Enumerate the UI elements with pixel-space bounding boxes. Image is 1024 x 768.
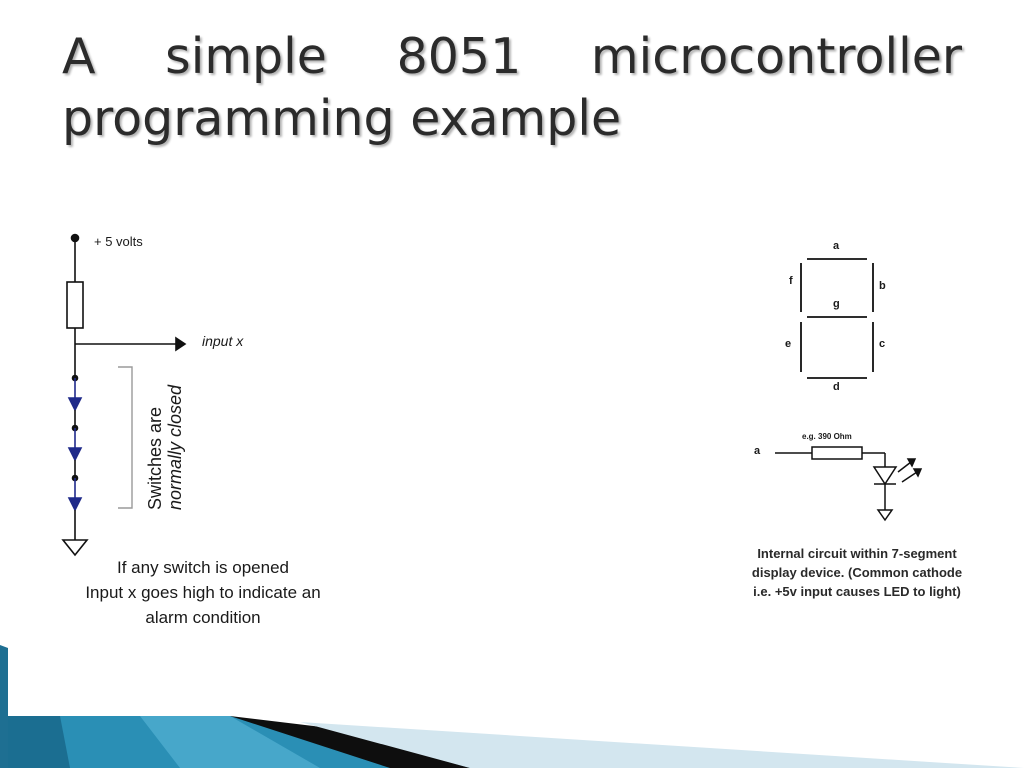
title-line-2: programming example (62, 90, 622, 147)
segment-e-label: e (785, 338, 792, 350)
right-caption: Internal circuit within 7-segment displa… (705, 544, 1009, 601)
segment-a-label: a (833, 240, 840, 252)
segment-c-label: c (879, 338, 886, 350)
left-caption-line: Input x goes high to indicate an (85, 583, 321, 602)
title-line-1: A simple 8051 microcontroller (62, 26, 962, 88)
supply-label: + 5 volts (94, 234, 143, 249)
led-input-label: a (754, 445, 761, 457)
output-label: input x (202, 333, 244, 349)
segment-g-label: g (833, 298, 840, 310)
switch-note-line-2: normally closed (165, 384, 185, 510)
right-caption-line: Internal circuit within 7-segment (757, 546, 957, 561)
left-caption: If any switch is opened Input x goes hig… (30, 555, 376, 630)
led-internal-circuit (775, 446, 923, 522)
segment-f-label: f (789, 275, 793, 287)
switch-2 (67, 424, 83, 462)
led-ground-icon (876, 509, 894, 522)
switch-note-line-1: Switches are (145, 406, 165, 510)
switch-1 (67, 374, 83, 412)
right-caption-line: display device. (Common cathode (751, 565, 963, 580)
title-word: microcontroller (590, 28, 962, 85)
title-word: A (62, 28, 96, 85)
light-emission-icon (897, 458, 923, 483)
title-word: 8051 (396, 28, 522, 85)
left-caption-line: If any switch is opened (117, 558, 289, 577)
switch-3 (67, 474, 83, 512)
output-arrow-icon (175, 336, 187, 352)
pullup-resistor (66, 281, 84, 329)
segment-b-label: b (879, 280, 886, 292)
switch-note: Switches are normally closed (145, 385, 185, 510)
title-word: simple (165, 28, 327, 85)
slide-title: A simple 8051 microcontroller programmin… (62, 26, 962, 150)
led-diode-icon (872, 466, 898, 486)
seven-segment-display (800, 258, 874, 379)
resistor-value-label: e.g. 390 Ohm (802, 432, 852, 441)
led-resistor (811, 446, 863, 460)
ground-icon (61, 539, 89, 557)
segment-d-label: d (833, 381, 840, 393)
right-caption-line: i.e. +5v input causes LED to light) (753, 584, 961, 599)
decorative-ribbon (0, 645, 1024, 768)
left-caption-line: alarm condition (145, 608, 261, 627)
switch-bracket (118, 366, 133, 509)
switch-alarm-circuit (61, 233, 187, 557)
